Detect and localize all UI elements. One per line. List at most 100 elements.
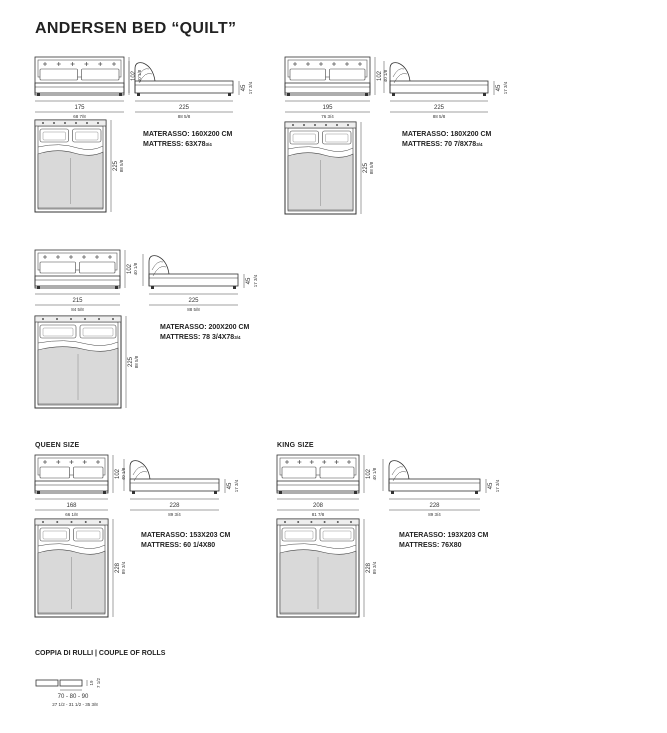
side-frame	[129, 478, 220, 492]
frame-base	[34, 480, 109, 492]
dim-frame-cm: 45	[241, 84, 247, 91]
bed-foot	[287, 93, 290, 96]
pillow	[39, 261, 76, 274]
dim-frame-cm: 45	[488, 482, 494, 489]
quilt-button	[96, 460, 100, 464]
side-frame	[148, 273, 239, 287]
dim-frame-in: 17 3/4	[234, 479, 239, 492]
bed-foot	[279, 491, 282, 494]
quilt-button	[306, 62, 310, 66]
dim-frame-cm: 45	[246, 277, 252, 284]
dim-length-in: 89 3/4	[428, 512, 441, 517]
plan-headboard	[276, 518, 360, 526]
pillow	[329, 68, 366, 81]
quilt-button	[43, 62, 47, 66]
dim-width-in: 84 5/8	[71, 307, 84, 312]
spec-mattress: MATTRESS: 70 7/8X783/4	[402, 140, 491, 150]
quilt-button	[334, 460, 339, 464]
side-frame	[388, 478, 481, 492]
bed-foot	[365, 93, 368, 96]
dim-roll-length-cm: 70 - 80 - 90	[58, 694, 89, 700]
dim-headboard-cm: 102	[377, 70, 383, 81]
bed-foot	[37, 491, 40, 494]
quilt-button	[98, 318, 100, 320]
dim-plan-in: 88 5/8	[134, 355, 139, 368]
quilt-button	[56, 521, 59, 523]
spec-materasso: MATERASSO: 200X200 CM	[160, 324, 250, 331]
dim-headboard-cm: 102	[115, 468, 121, 479]
dim-plan-cm: 225	[113, 160, 119, 171]
quilt-button	[82, 255, 86, 259]
quilt-button	[314, 124, 316, 126]
quilt-button	[56, 460, 61, 464]
pillow	[281, 466, 317, 479]
quilt-button	[42, 122, 44, 124]
dim-frame-cm: 45	[496, 84, 502, 91]
quilt-button	[84, 521, 87, 523]
dim-roll-height-in: 7 1/2	[96, 678, 101, 689]
dim-length-cm: 225	[188, 298, 199, 304]
dim-length-in: 88 5/8	[178, 114, 191, 119]
quilt-button	[347, 460, 351, 464]
dim-length-in: 88 5/8	[187, 307, 200, 312]
dim-length-cm: 228	[429, 503, 440, 509]
headboard-profile	[388, 460, 410, 491]
spec-materasso: MATERASSO: 180X200 CM	[402, 131, 492, 138]
dim-length-in: 88 5/8	[433, 114, 446, 119]
quilt-button	[69, 460, 74, 464]
dim-length-cm: 225	[179, 105, 190, 111]
dim-frame-in: 17 3/4	[248, 81, 253, 94]
plan-headboard	[34, 315, 122, 323]
spec-mattress-frac: 3/4	[234, 335, 241, 340]
pillow	[319, 527, 355, 542]
side-frame	[389, 80, 489, 94]
quilt-button	[323, 521, 326, 523]
quilt-button	[70, 62, 75, 66]
quilt-button	[84, 62, 89, 66]
quilt-button	[310, 521, 313, 523]
quilt-button	[108, 255, 112, 259]
quilt-button	[95, 255, 99, 259]
frame-base	[34, 275, 121, 287]
pillow	[39, 324, 77, 339]
bed-foot	[354, 491, 357, 494]
front-frame	[34, 454, 109, 494]
dim-headboard-in: 40 1/8	[383, 69, 388, 82]
dim-headboard-in: 40 1/8	[133, 262, 138, 275]
dim-plan-in: 89 3/4	[372, 561, 377, 574]
side-frame	[134, 80, 234, 94]
rolls-title: COPPIA DI RULLI | COUPLE OF ROLLS	[35, 650, 166, 657]
quilt-button	[309, 460, 314, 464]
quilt-button	[53, 122, 55, 124]
dim-width-cm: 195	[322, 105, 333, 111]
dim-roll-height-cm: 19	[89, 680, 94, 686]
frame-base	[284, 82, 371, 94]
quilt-button	[86, 122, 88, 124]
dim-width-in: 81 7/8	[312, 512, 325, 517]
pillow	[39, 128, 69, 143]
quilt-button	[64, 122, 66, 124]
quilt-button	[70, 521, 73, 523]
pillow	[72, 128, 102, 143]
plan-headboard	[34, 119, 107, 127]
spec-mattress-frac: 3/4	[205, 142, 212, 147]
frame-base	[276, 480, 360, 492]
quilt-button	[347, 124, 349, 126]
spec-mattress-main: MATTRESS: 78 3/4X78	[160, 334, 235, 341]
quilt-button	[350, 521, 352, 523]
pillow	[319, 466, 355, 479]
quilt-button	[293, 62, 297, 66]
quilt-button	[69, 255, 73, 259]
dim-plan-cm: 228	[366, 562, 372, 573]
headboard-profile	[134, 62, 156, 93]
dim-length-cm: 228	[169, 503, 180, 509]
spec-materasso: MATERASSO: 160X200 CM	[143, 131, 233, 138]
